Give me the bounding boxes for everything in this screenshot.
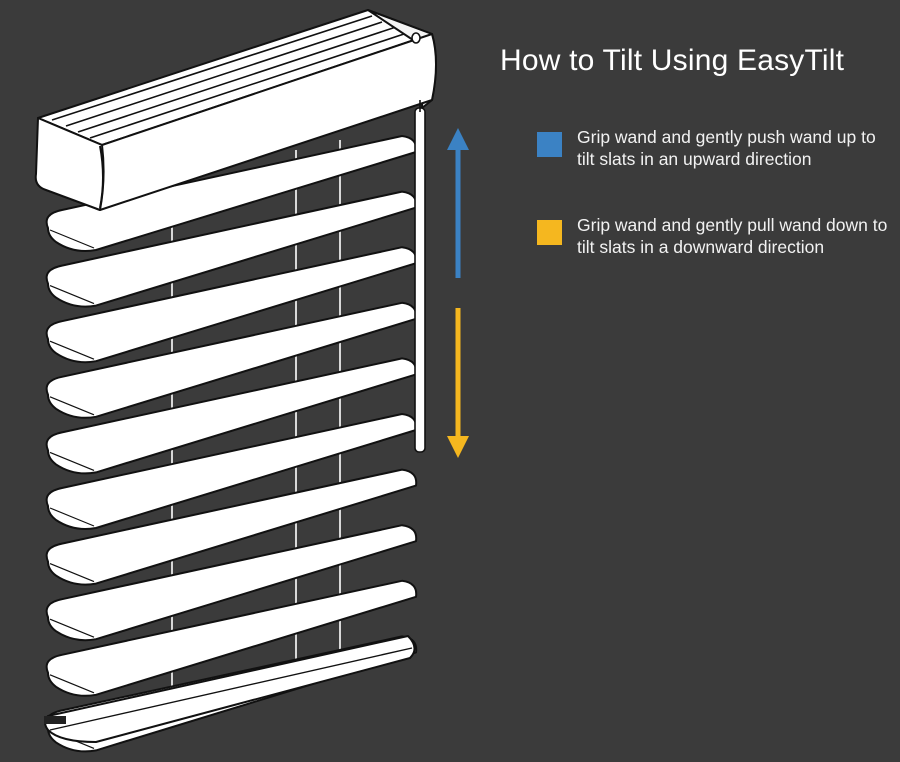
- blue-swatch-icon: [537, 132, 562, 157]
- slat-edge: [49, 674, 95, 694]
- slat: [45, 468, 418, 586]
- page-title: How to Tilt Using EasyTilt: [500, 44, 845, 77]
- yellow-swatch-icon: [537, 220, 562, 245]
- slat: [45, 579, 418, 697]
- tilt-wand[interactable]: [414, 100, 426, 453]
- slat-edge: [49, 507, 95, 527]
- tilt-up-arrow: [447, 128, 469, 278]
- legend-text-tilt-down: Grip wand and gently pull wand down to t…: [577, 215, 888, 257]
- legend-text-tilt-up: Grip wand and gently push wand up to til…: [577, 127, 876, 169]
- slat: [45, 524, 418, 642]
- slat-edge: [49, 618, 95, 638]
- slat-edge: [49, 340, 95, 360]
- head-rail: [34, 9, 437, 211]
- tilt-down-arrow: [447, 308, 469, 458]
- slat-edge: [49, 451, 95, 471]
- bottom-rail: [44, 635, 416, 743]
- slat-edge: [49, 229, 95, 249]
- slat-edge: [49, 285, 95, 305]
- slat-edge: [49, 396, 95, 416]
- slat-edge: [49, 563, 95, 583]
